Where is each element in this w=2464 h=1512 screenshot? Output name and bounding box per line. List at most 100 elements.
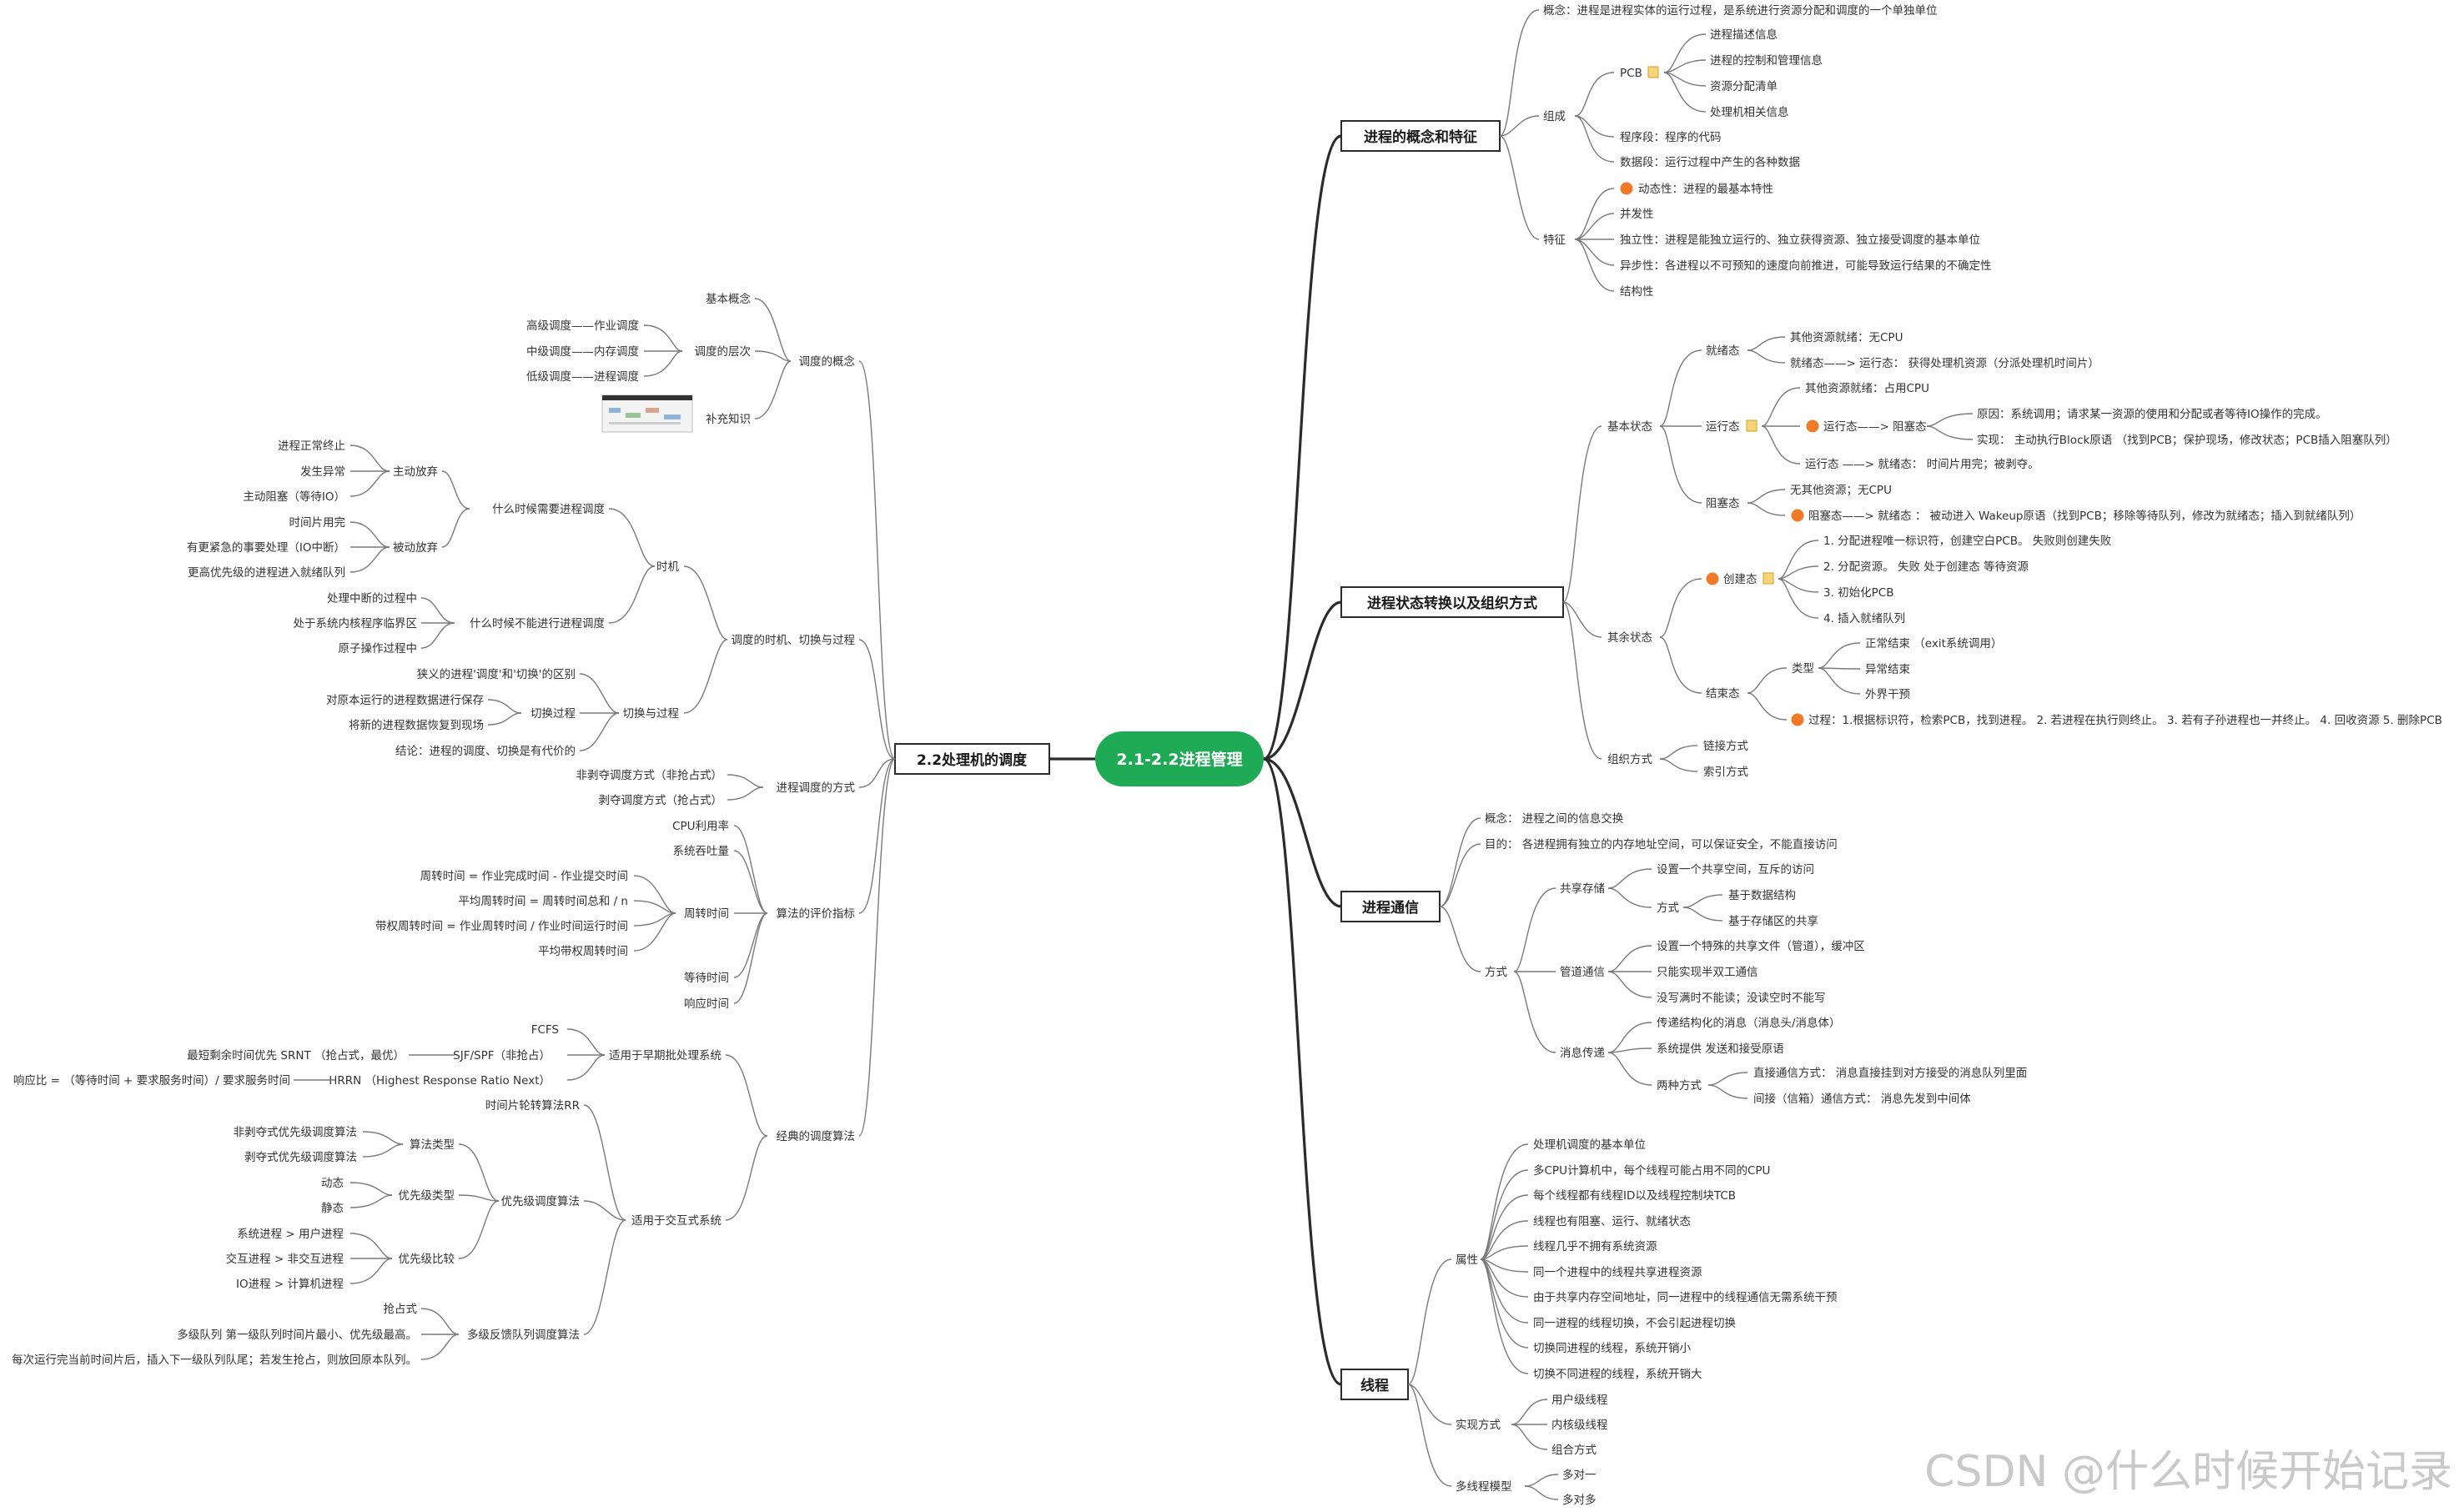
exit-type-item: 外界干预: [1865, 688, 1910, 701]
c1-tezheng: 特征: [1543, 234, 1566, 247]
flag-icon: [1791, 713, 1804, 726]
voluntary-item: 主动阻塞（等待IO）: [243, 490, 345, 504]
mlfq-item: 多级队列 第一级队列时间片最小、优先级最高。: [177, 1328, 417, 1342]
org-item: 索引方式: [1703, 766, 1749, 779]
basic-concept: 基本概念: [706, 292, 751, 306]
connector-line: [1480, 1220, 1529, 1260]
algo-srnt: 最短剩余时间优先 SRNT （抢占式，最优）: [187, 1048, 405, 1062]
c3-shared: 共享存储: [1560, 882, 1605, 896]
thread-attr: 同一个进程中的线程共享进程资源: [1533, 1265, 1702, 1279]
exit-type-item: 异常结束: [1865, 663, 1911, 676]
switch-step: 将新的进程数据恢复到现场: [349, 718, 484, 732]
c3-pipe: 管道通信: [1560, 966, 1605, 979]
thread-attr: 线程也有阻塞、运行、就绪状态: [1533, 1214, 1691, 1228]
message-item: 系统提供 发送和接受原语: [1657, 1042, 1784, 1056]
algo-priority: 优先级调度算法: [501, 1195, 581, 1208]
priority-compare-item: 系统进程 > 用户进程: [237, 1227, 344, 1241]
connector-line: [1480, 1258, 1529, 1374]
impl-item: 组合方式: [1551, 1444, 1597, 1457]
impl-item: 内核级线程: [1551, 1419, 1608, 1432]
exit-type-item: 正常结束 （exit系统调用）: [1865, 637, 2002, 651]
cat-state-transition-label: 进程状态转换以及组织方式: [1367, 595, 1537, 612]
create-item: 2. 分配资源。 失败 处于创建态 等待资源: [1823, 560, 2029, 574]
c3-concept: 概念： 进程之间的信息交换: [1485, 811, 1624, 826]
thread-attr: 切换同进程的线程，系统开销小: [1533, 1342, 1691, 1355]
switch-step: 对原本运行的进程数据进行保存: [326, 694, 484, 707]
main-branches: [1049, 134, 1342, 1386]
blocked-item: 无其他资源；无CPU: [1790, 484, 1892, 497]
message-way-item: 直接通信方式： 消息直接挂到对方接受的消息队列里面: [1753, 1066, 2027, 1080]
c1-concept: 概念：进程是进程实体的运行过程，是系统进行资源分配和调度的一个单独单位: [1543, 3, 1938, 18]
org-item: 链接方式: [1703, 739, 1749, 753]
note-icon[interactable]: [1647, 66, 1659, 78]
central-title: 2.1-2.2进程管理: [1116, 750, 1242, 769]
when-not-item: 原子操作过程中: [339, 642, 418, 656]
c5-mode: 进程调度的方式: [777, 781, 856, 795]
tz-item: 独立性：进程是能独立运行的、独立获得资源、独立接受调度的基本单位: [1620, 233, 1980, 247]
cat-scheduling-label: 2.2处理机的调度: [917, 751, 1028, 769]
priority-compare: 优先级比较: [399, 1253, 455, 1266]
algo-sjf: SJF/SPF（非抢占）: [453, 1048, 551, 1062]
thread-attr: 切换不同进程的线程，系统开销大: [1533, 1368, 1702, 1381]
watermark: CSDN @什么时候开始记录: [1924, 1447, 2452, 1497]
connector-line: [1480, 1258, 1529, 1298]
c1-zucheng: 组成: [1543, 110, 1566, 123]
c5-timing: 调度的时机、切换与过程: [732, 634, 856, 647]
algo-mlfq: 多级反馈队列调度算法: [467, 1328, 580, 1342]
response-ratio: 响应比 = （等待时间 + 要求服务时间）/ 要求服务时间: [13, 1073, 290, 1088]
c3-purpose: 目的： 各进程拥有独立的内存地址空间，可以保证安全，不能直接访问: [1485, 837, 1838, 851]
metric-item: 系统吞吐量: [673, 845, 730, 858]
message-item: 传递结构化的消息（消息头/消息体）: [1657, 1016, 1841, 1030]
interactive-systems: 适用于交互式系统: [631, 1213, 722, 1228]
branch-c5: 调度的概念 调度的时机、切换与过程 进程调度的方式 算法的评价指标 经典的调度算…: [12, 292, 896, 1367]
voluntary: 主动放弃: [393, 465, 438, 479]
mode-item: 剥夺调度方式（抢占式）: [599, 793, 723, 807]
note-icon[interactable]: [1763, 572, 1774, 585]
involuntary-item: 时间片用完: [289, 516, 346, 530]
algo-rr: 时间片轮转算法RR: [485, 1099, 580, 1113]
turnaround-item: 周转时间 = 作业完成时间 - 作业提交时间: [420, 869, 628, 883]
model-item: 多对多: [1562, 1493, 1597, 1507]
pcb-item: 进程的控制和管理信息: [1710, 53, 1823, 68]
connector-line: [1480, 1143, 1529, 1260]
c5-algorithms: 经典的调度算法: [777, 1130, 856, 1143]
switch-conclusion: 结论：进程的调度、切换是有代价的: [395, 745, 576, 758]
running-block-item: 实现： 主动执行Block原语 （找到PCB；保护现场，修改状态；PCB插入阻塞…: [1977, 433, 2397, 447]
cat-ipc[interactable]: [1340, 891, 1441, 922]
thread-attr: 每个线程都有线程ID以及线程控制块TCB: [1533, 1189, 1736, 1203]
involuntary-item: 更高优先级的进程进入就绪队列: [188, 565, 345, 580]
flag-icon: [1806, 419, 1819, 433]
thread-attr: 同一进程的线程切换，不会引起进程切换: [1533, 1317, 1736, 1330]
priority-type: 优先级类型: [399, 1189, 455, 1203]
when-need: 什么时候需要进程调度: [492, 503, 605, 516]
mode-item: 非剥夺调度方式（非抢占式）: [576, 768, 723, 782]
create-item: 1. 分配进程唯一标识符，创建空白PCB。 失败则创建失败: [1823, 535, 2112, 548]
priority-type-item: 动态: [321, 1177, 344, 1190]
note-icon[interactable]: [1746, 419, 1757, 432]
impl-item: 用户级线程: [1551, 1393, 1608, 1407]
c3-message: 消息传递: [1560, 1046, 1605, 1060]
level-item: 低级调度——进程调度: [526, 370, 639, 384]
involuntary: 被动放弃: [393, 541, 438, 555]
cat-state-transition[interactable]: [1340, 586, 1564, 618]
c5-concept: 调度的概念: [799, 354, 856, 369]
supplement-thumbnail[interactable]: [601, 394, 693, 433]
flag-icon: [1791, 509, 1804, 522]
c1-pcb: PCB: [1620, 67, 1642, 80]
batch-systems: 适用于早期批处理系统: [609, 1049, 722, 1062]
algo-type: 算法类型: [410, 1138, 455, 1152]
running-item: 其他资源就绪：占用CPU: [1805, 382, 1929, 395]
thread-attr: 由于共享内存空间地址，同一进程中的线程通信无需系统干预: [1533, 1290, 1838, 1304]
ready-item: 就绪态——> 运行态： 获得处理机资源（分派处理机时间片）: [1790, 356, 2099, 370]
connector-line: [1480, 1245, 1529, 1260]
c4-impl: 实现方式: [1456, 1419, 1501, 1432]
algo-hrrn: HRRN （Highest Response Ratio Next）: [329, 1074, 551, 1088]
cat-scheduling[interactable]: [894, 743, 1050, 775]
thread-attr: 处理机调度的基本单位: [1533, 1138, 1646, 1152]
central-node[interactable]: [1095, 731, 1264, 786]
c2-create: 创建态: [1723, 573, 1757, 586]
cat-process-concept-label: 进程的概念和特征: [1364, 128, 1477, 146]
pipe-item: 没写满时不能读；没读空时不能写: [1657, 992, 1826, 1005]
pipe-item: 只能实现半双工通信: [1657, 966, 1758, 979]
connector-line: [1480, 1194, 1529, 1260]
